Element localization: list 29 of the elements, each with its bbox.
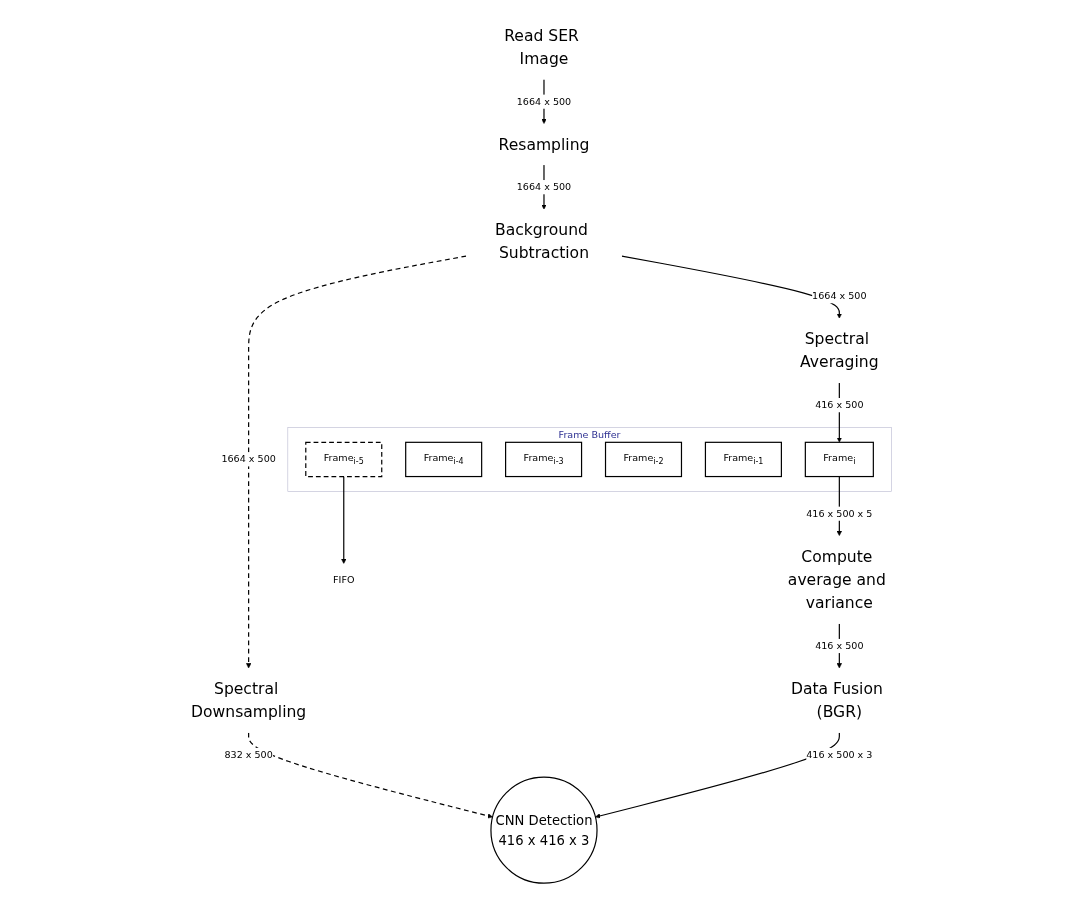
node-box: Frame$_{i-3}$ xyxy=(504,441,582,478)
node-box: Frame$_{i-5}$ xyxy=(304,441,382,478)
edge-label: 416 x 500 xyxy=(814,640,864,652)
arrow xyxy=(340,475,346,564)
node-text: Read SER Image xyxy=(503,26,579,68)
node-box: Frame$_{i-1}$ xyxy=(704,441,782,478)
node-text: FIFO xyxy=(332,573,354,586)
edge-label: 416 x 500 x 3 xyxy=(805,748,872,761)
arrow xyxy=(620,255,842,319)
edge-label: 1664 x 500 xyxy=(516,95,571,107)
node-text: Spectral Downsampling xyxy=(190,679,306,721)
edge-label: 1664 x 500 xyxy=(516,181,571,193)
node-text: Spectral Averaging xyxy=(799,329,879,372)
node-text: Compute average and variance xyxy=(787,547,886,612)
node-box: Frame$_{i-2}$ xyxy=(604,441,682,478)
edge-label: 1664 x 500 xyxy=(811,290,867,302)
arrow xyxy=(245,255,467,669)
node-text: Resampling xyxy=(498,135,589,154)
node-text: Data Fusion (BGR) xyxy=(790,679,883,721)
edge-label: 832 x 500 xyxy=(223,748,273,761)
edge-label: 416 x 500 xyxy=(814,399,864,411)
arrow xyxy=(247,732,493,819)
node-box: Frame$_{i-4}$ xyxy=(404,441,482,478)
node-circle: CNN Detection 416 x 416 x 3 xyxy=(489,776,598,884)
node-box: Frame$_{i}$ xyxy=(804,441,874,478)
edge-label: 416 x 500 x 5 xyxy=(805,507,872,520)
arrow xyxy=(594,732,840,819)
node-text: Background Subtraction xyxy=(494,220,589,263)
edge-label: 1664 x 500 xyxy=(220,453,276,465)
